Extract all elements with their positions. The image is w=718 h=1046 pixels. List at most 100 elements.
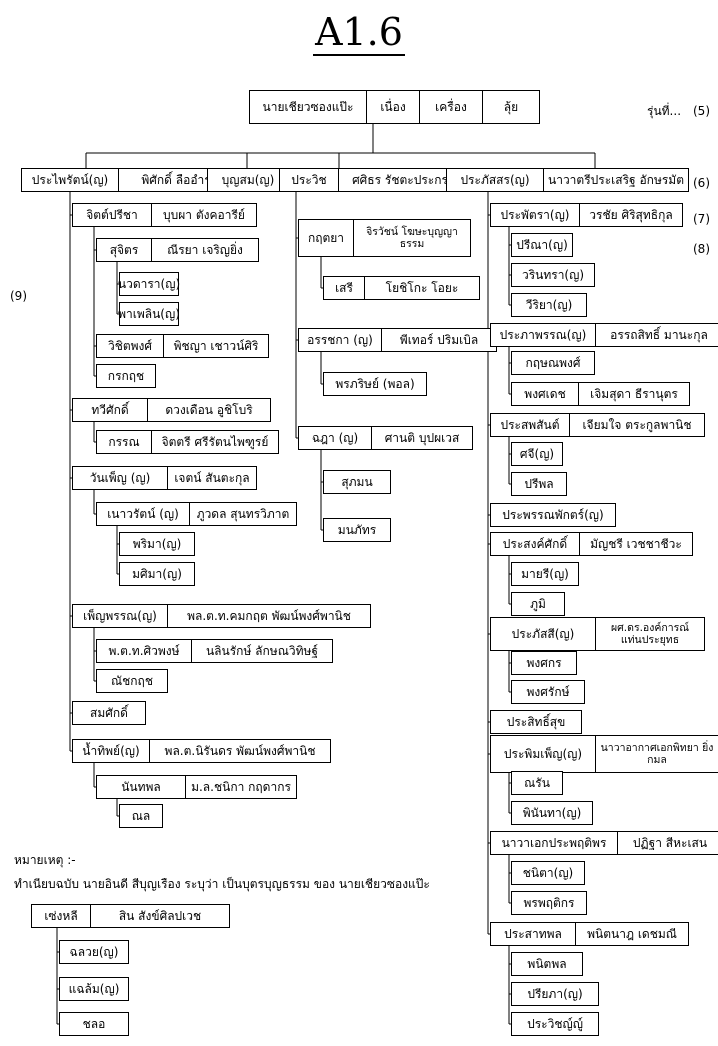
person-box: พงศเดช เจิมสุดา ธีรานุตร [511, 382, 690, 406]
person-name: ทวีศักดิ์ [91, 403, 129, 417]
person-box: ประภัสสร(ญ)นาวาตรีประเสริฐ อักษรมัต [446, 168, 689, 192]
person-name: กรกฤช [107, 369, 145, 383]
spouse-name: พนิตนาฎ เดชมณี [575, 923, 688, 945]
spouse-name: พีเทอร์ ปริมเบิล [381, 329, 496, 351]
spouse-name: วรชัย ศิริสุทธิกุล [579, 204, 682, 226]
spouse-name: ศศิธร รัชตะประกร [338, 169, 461, 191]
person-name: พงศกร [526, 656, 562, 670]
person-name: พรพฤติกร [523, 896, 575, 910]
person-name: จิตต์ปรีชา [86, 208, 138, 222]
note-heading: หมายเหตุ :- [14, 853, 76, 867]
person-name: กฤษณพงศ์ [525, 356, 581, 370]
person-name: ฉฎา (ญ) [311, 431, 359, 445]
person-box: ณัชกฤช [96, 669, 168, 693]
generation-6-label: (6) [693, 176, 710, 190]
person-name: พงศเดช [524, 387, 566, 401]
person-name: ปรีณา(ญ) [516, 238, 568, 252]
person-box: ประวิชญ์ญู์ [511, 1012, 599, 1036]
person-name: น้ำทิพย์(ญ) [82, 744, 140, 758]
person-name: ประไพรัตน์(ญ) [31, 173, 109, 187]
spouse-name: ภูวดล สุนทรวิภาต [189, 503, 296, 525]
person-box: เพ็ญพรรณ(ญ)พล.ต.ท.คมกฤต พัฒน์พงศ์พานิช [72, 604, 371, 628]
person-box: ประภัสสี(ญ) ผศ.ดร.องค์การณ์ แท่นประยุทธ [490, 617, 705, 651]
person-name: ประพรรณพักตร์(ญ) [502, 508, 604, 522]
spouse-name: เจียมใจ ตระกูลพานิช [569, 414, 704, 436]
person-box: มายรี(ญ) [511, 562, 579, 586]
person-name: ประสาทพล [504, 927, 562, 941]
person-name: ประสงค์ศักดิ์ [502, 537, 568, 551]
person-box: กฤตยาจิรวัชน์ โฆษะบุญญาธรรม [298, 219, 471, 257]
person-box: มนภัทร [323, 518, 391, 542]
person-name: อรรชกา (ญ) [307, 333, 373, 347]
person-box: ประวิช ศศิธร รัชตะประกร [279, 168, 462, 192]
person-box: เสรีโยชิโกะ โอยะ [323, 276, 480, 300]
spouse-name: ม.ล.ชนิกา กฤดากร [185, 776, 296, 798]
spouse-name: พล.ต.ท.คมกฤต พัฒน์พงศ์พานิช [167, 605, 370, 627]
person-name: เนื่อง [366, 91, 419, 123]
person-name: ชนิตา(ญ) [522, 866, 574, 880]
generation-5-label: (5) [693, 104, 710, 118]
spouse-name: จิตตรี ศรีรัตนไพฑูรย์ [151, 431, 278, 453]
person-box: กฤษณพงศ์ [511, 351, 595, 375]
person-box: ประสิทธิ์สุข [490, 710, 582, 734]
person-name: ประพัตรา(ญ) [500, 208, 570, 222]
person-name: ฉลวย(ญ) [69, 945, 119, 959]
person-name: สมศักดิ์ [90, 706, 128, 720]
spouse-name: ดวงเดือน อูชิโบริ [147, 399, 270, 421]
person-name: เซ่งหลี [44, 909, 78, 923]
person-name: นันทพล [121, 780, 161, 794]
person-name: มายรี(ญ) [521, 567, 569, 581]
person-name: มศิมา(ญ) [132, 567, 182, 581]
person-box: ประไพรัตน์(ญ)พิศักดิ์ ลืออำรุง [21, 168, 240, 192]
generation-label: รุ่นที่... [647, 104, 682, 118]
person-name: มนภัทร [337, 523, 377, 537]
person-box: ประพรรณพักตร์(ญ) [490, 503, 616, 527]
person-name: พินันทา(ญ) [522, 806, 582, 820]
person-name: กรรณ [108, 435, 140, 449]
person-box: เนาวรัตน์ (ญ)ภูวดล สุนทรวิภาต [96, 502, 297, 526]
generation-9-label: (9) [10, 289, 27, 303]
person-name: ประสพสันต์ [500, 418, 560, 432]
person-box: นาวาเอกประพฤติพรปฏิฐา สีหะเสน [490, 831, 718, 855]
person-name: วรินทรา(ญ) [521, 268, 585, 282]
person-box: เซ่งหลี สิน สังข์ศิลปเวช [31, 904, 230, 928]
person-box: สุภมน [323, 470, 391, 494]
person-name: นวดารา(ญ) [117, 277, 181, 291]
person-name: สุจิตร [109, 243, 139, 257]
spouse-name: สิน สังข์ศิลปเวช [90, 905, 229, 927]
person-name: ประวิชญ์ญู์ [527, 1017, 583, 1031]
spouse-name: ผศ.ดร.องค์การณ์ แท่นประยุทธ [595, 618, 704, 650]
person-box: ปรีณา(ญ) [511, 233, 573, 257]
person-name: พรภริษย์ (พอล) [335, 377, 415, 391]
spouse-name: เจิมสุดา ธีรานุตร [578, 383, 689, 405]
person-name: พ.ต.ท.ศิวพงษ์ [108, 644, 180, 658]
spouse-name: บุบผา ตังคอารีย์ [151, 204, 256, 226]
person-box: กรรณ จิตตรี ศรีรัตนไพฑูรย์ [96, 430, 279, 454]
spouse-name: มัญชรี เวชชาชีวะ [579, 533, 692, 555]
person-box: ณรัน [511, 771, 563, 795]
person-box: กรกฤช [96, 364, 156, 388]
person-box: พงศรักษ์ [511, 680, 585, 704]
person-box: ประสพสันต์ เจียมใจ ตระกูลพานิช [490, 413, 705, 437]
person-box: สมศักดิ์ [72, 701, 146, 725]
root-person-box: นายเชียวซองแป๊ะเนื่องเครื่องลุ้ย [249, 90, 540, 124]
person-box: พรภริษย์ (พอล) [323, 372, 427, 396]
person-box: ประพิมเพ็ญ(ญ)นาวาอากาศเอกพิทยา ยิ่งกมล [490, 735, 718, 773]
spouse-name: นลินรักษ์ ลักษณวิทิษฐ์ [191, 640, 332, 662]
person-name: ประสิทธิ์สุข [506, 715, 566, 729]
person-box: ปรียภา(ญ) [511, 982, 599, 1006]
person-box: ประสงค์ศักดิ์ มัญชรี เวชชาชีวะ [490, 532, 693, 556]
spouse-name: พิชญา เชาวน์ศิริ [163, 335, 268, 357]
person-name: ชลอ [82, 1017, 106, 1031]
page-title: A1.6 [313, 10, 405, 56]
person-box: ประพัตรา(ญ) วรชัย ศิริสุทธิกุล [490, 203, 683, 227]
person-name: ประวิช [291, 173, 327, 187]
person-name: ประภัสสี(ญ) [511, 627, 575, 641]
person-box: อรรชกา (ญ) พีเทอร์ ปริมเบิล [298, 328, 497, 352]
person-name: เสรี [335, 281, 353, 295]
person-box: ประสาทพล พนิตนาฎ เดชมณี [490, 922, 689, 946]
person-name: บุญสม(ญ) [221, 173, 275, 187]
person-name: ประภัสสร(ญ) [460, 173, 530, 187]
person-box: ฉลวย(ญ) [59, 940, 129, 964]
